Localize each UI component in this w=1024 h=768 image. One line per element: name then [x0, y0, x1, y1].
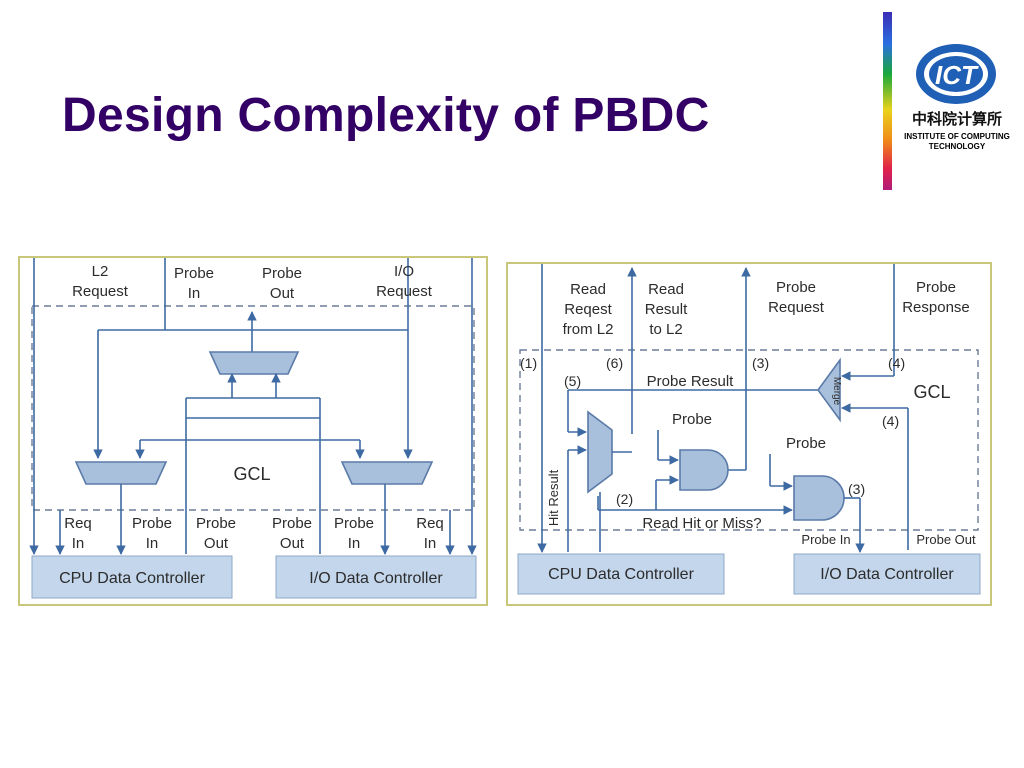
- r-label-read-result-1: Read: [648, 281, 684, 298]
- label-merge: Merge: [831, 377, 842, 406]
- label-probe-result: Probe Result: [647, 373, 735, 390]
- bottom-label-2a: Probe: [132, 515, 172, 532]
- label-probe-in-2: In: [188, 285, 201, 302]
- left-cpu-data-controller: CPU Data Controller: [59, 570, 206, 587]
- bottom-label-4b: Out: [280, 535, 305, 552]
- left-diagram: L2 Request Probe In Probe Out I/O Reques…: [18, 256, 488, 606]
- label-hit-result: Hit Result: [546, 469, 561, 526]
- label-probe-out-1: Probe: [262, 265, 302, 282]
- r-label-probe-request-1: Probe: [776, 279, 816, 296]
- marker-3a: (3): [752, 355, 769, 371]
- bottom-label-6b: In: [424, 535, 437, 552]
- left-diagram-svg: L2 Request Probe In Probe Out I/O Reques…: [29, 258, 477, 599]
- r-label-probe-response-2: Response: [902, 299, 970, 316]
- bottom-label-6a: Req: [416, 515, 444, 532]
- label-probe-out: Probe Out: [916, 532, 976, 547]
- right-io-data-controller: I/O Data Controller: [820, 566, 954, 583]
- bottom-label-3b: Out: [204, 535, 229, 552]
- ict-logo-icon: ICT 中科院计算所: [912, 44, 1002, 128]
- bottom-label-5b: In: [348, 535, 361, 552]
- r-label-read-request-3: from L2: [563, 321, 614, 338]
- label-probe-2: Probe: [786, 435, 826, 452]
- logo-color-bar: [883, 12, 892, 190]
- r-label-probe-request-2: Request: [768, 299, 825, 316]
- right-cpu-data-controller: CPU Data Controller: [548, 566, 695, 583]
- bottom-label-1a: Req: [64, 515, 92, 532]
- logo-caption: INSTITUTE OF COMPUTING TECHNOLOGY: [896, 132, 1018, 152]
- marker-1: (1): [520, 355, 537, 371]
- slide-title: Design Complexity of PBDC: [62, 89, 710, 142]
- logo-chinese: 中科院计算所: [912, 110, 1002, 128]
- bottom-label-4a: Probe: [272, 515, 312, 532]
- r-label-read-result-2: Result: [645, 301, 688, 318]
- label-io-request-1: I/O: [394, 263, 414, 280]
- marker-4a: (4): [888, 355, 905, 371]
- bottom-label-2b: In: [146, 535, 159, 552]
- right-diagram-svg: Read Reqest from L2 Read Result to L2 Pr…: [517, 264, 981, 595]
- right-diagram: Read Reqest from L2 Read Result to L2 Pr…: [506, 262, 992, 606]
- label-probe-in-1: Probe: [174, 265, 214, 282]
- r-label-read-result-3: to L2: [649, 321, 682, 338]
- r-label-read-request-2: Reqest: [564, 301, 612, 318]
- label-l2-request-2: Request: [72, 283, 129, 300]
- logo-mark: ICT: [935, 60, 979, 90]
- label-probe-in: Probe In: [801, 532, 850, 547]
- bottom-label-3a: Probe: [196, 515, 236, 532]
- label-gcl: GCL: [233, 464, 270, 484]
- logo-line-2: TECHNOLOGY: [928, 142, 986, 151]
- marker-6: (6): [606, 355, 623, 371]
- r-label-read-request-1: Read: [570, 281, 606, 298]
- bottom-label-1b: In: [72, 535, 85, 552]
- marker-2: (2): [616, 491, 633, 507]
- label-l2-request-1: L2: [92, 263, 109, 280]
- r-label-probe-response-1: Probe: [916, 279, 956, 296]
- marker-4b: (4): [882, 413, 899, 429]
- logo-line-1: INSTITUTE OF COMPUTING: [904, 132, 1010, 141]
- label-probe-1: Probe: [672, 411, 712, 428]
- label-probe-out-2: Out: [270, 285, 295, 302]
- marker-5: (5): [564, 373, 581, 389]
- marker-3b: (3): [848, 481, 865, 497]
- right-label-gcl: GCL: [913, 382, 950, 402]
- bottom-label-5a: Probe: [334, 515, 374, 532]
- left-io-data-controller: I/O Data Controller: [309, 570, 443, 587]
- label-read-hit-or-miss: Read Hit or Miss?: [642, 515, 761, 532]
- label-io-request-2: Request: [376, 283, 433, 300]
